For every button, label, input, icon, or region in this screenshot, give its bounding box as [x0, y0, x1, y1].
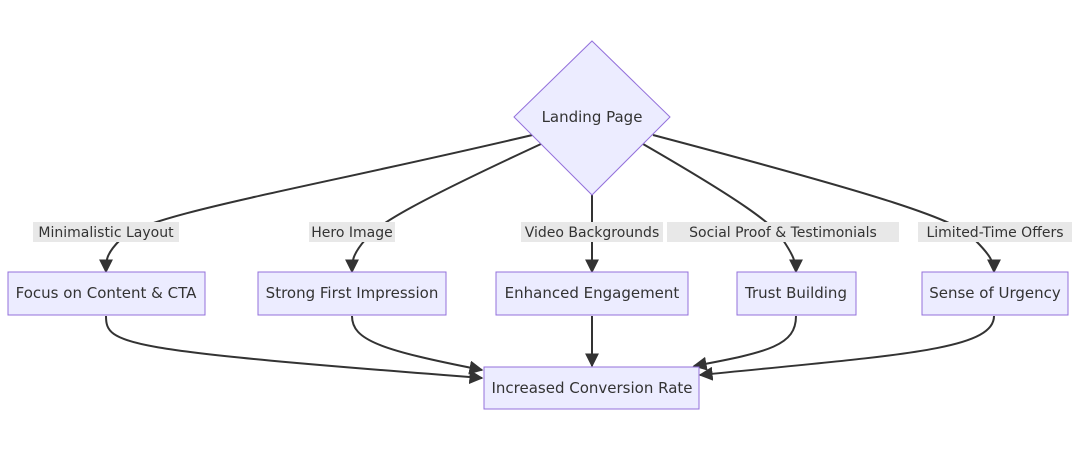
edge-label-bg: [918, 222, 1072, 242]
edge-landing-to-focus: [98, 132, 542, 274]
node-trust-building[interactable]: Trust Building: [736, 271, 857, 316]
edge-label-text: Hero Image: [311, 225, 392, 241]
node-sense-of-urgency[interactable]: Sense of Urgency: [921, 271, 1069, 316]
node-box: [921, 271, 1069, 316]
edge-label-bg: [33, 222, 179, 242]
node-landing-page-label: Landing Page: [542, 108, 643, 126]
edge-label-social-proof: Social Proof & Testimonials: [667, 222, 899, 242]
node-increased-conversion-rate[interactable]: Increased Conversion Rate: [483, 366, 700, 410]
edge-label-bg: [521, 222, 663, 242]
edge-social-to-conversion: [692, 315, 797, 371]
node-box: [7, 271, 206, 316]
node-focus-on-content[interactable]: Focus on Content & CTA: [7, 271, 206, 316]
diamond-shape: [513, 40, 671, 196]
edge-landing-to-social: [642, 143, 803, 274]
edge-landing-to-limited: [652, 134, 1001, 274]
node-box: [495, 271, 689, 316]
edge-label-text: Minimalistic Layout: [38, 225, 174, 241]
node-label: Sense of Urgency: [929, 284, 1061, 302]
edge-label-limited-time-offers: Limited-Time Offers: [918, 222, 1072, 242]
edge-label-bg: [309, 222, 395, 242]
node-label: Trust Building: [744, 284, 847, 302]
edge-hero-to-conversion: [351, 315, 484, 375]
node-enhanced-engagement[interactable]: Enhanced Engagement: [495, 271, 689, 316]
edge-label-hero-image: Hero Image: [309, 222, 395, 242]
node-box: [736, 271, 857, 316]
edge-label-minimalistic-layout: Minimalistic Layout: [33, 222, 179, 242]
edge-label-text: Social Proof & Testimonials: [689, 225, 877, 241]
node-label: Focus on Content & CTA: [16, 284, 197, 302]
edge-label-text: Video Backgrounds: [525, 225, 660, 241]
node-label: Strong First Impression: [266, 284, 439, 302]
node-label: Enhanced Engagement: [505, 284, 680, 302]
edge-limited-to-conversion: [698, 315, 995, 381]
node-label: Increased Conversion Rate: [491, 379, 692, 397]
node-landing-page[interactable]: Landing Page: [513, 40, 671, 196]
node-box: [257, 271, 447, 316]
edge-label-bg: [667, 222, 899, 242]
edge-label-text: Limited-Time Offers: [926, 225, 1063, 241]
edge-focus-to-conversion: [105, 315, 484, 385]
node-box: [483, 366, 700, 410]
node-strong-first-impression[interactable]: Strong First Impression: [257, 271, 447, 316]
edge-landing-to-hero: [345, 143, 542, 274]
edge-label-video-backgrounds: Video Backgrounds: [521, 222, 663, 242]
